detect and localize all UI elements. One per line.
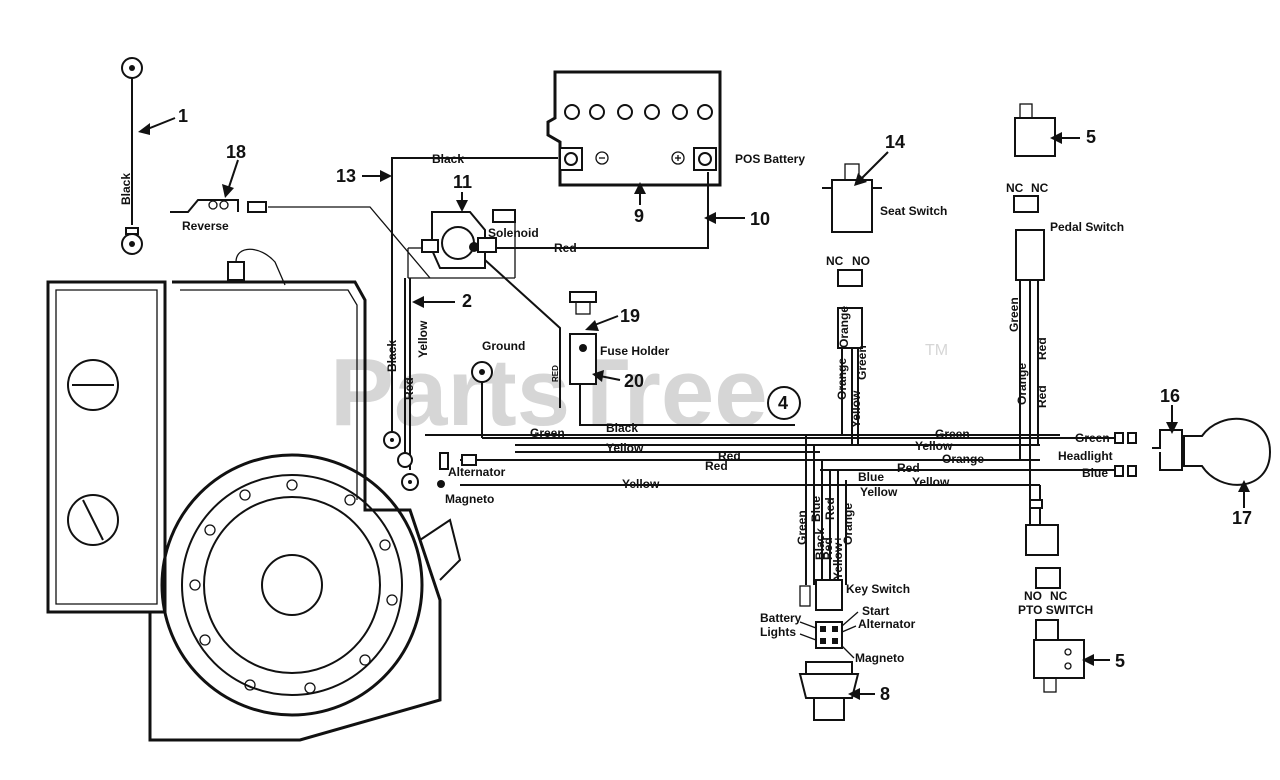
callout-16: 16 xyxy=(1160,386,1180,406)
callout-18: 18 xyxy=(226,142,246,162)
seat-nc-label: NC xyxy=(826,254,844,268)
key-blue-label: Blue xyxy=(809,496,823,522)
magneto-yellow-label: Yellow xyxy=(622,477,660,491)
seat-switch xyxy=(822,163,882,349)
harness-red-label: Red xyxy=(718,449,741,463)
key-magneto-label: Magneto xyxy=(855,651,904,665)
light-green-label: Green xyxy=(1075,431,1110,445)
key-lights-label: Lights xyxy=(760,625,796,639)
callout-4: 4 xyxy=(778,393,788,413)
callout-13: 13 xyxy=(336,166,356,186)
ground-label: Ground xyxy=(482,339,525,353)
pedal-switch-label: Pedal Switch xyxy=(1050,220,1124,234)
seat-no-label: NO xyxy=(852,254,870,268)
pto-switch-label: PTO SWITCH xyxy=(1018,603,1093,617)
harness-yellow2-label: Yellow xyxy=(912,475,950,489)
pedal-green-label: Green xyxy=(1007,297,1021,332)
seat-orange1-label: Orange xyxy=(835,358,849,400)
callout-arrows xyxy=(138,117,1250,700)
callout-9: 9 xyxy=(634,206,644,226)
fuse-holder-label: Fuse Holder xyxy=(600,344,670,358)
solenoid xyxy=(407,209,516,279)
pto-no-label: NO xyxy=(1024,589,1042,603)
headlight-bulb xyxy=(1152,417,1272,486)
key-red-label: Red xyxy=(821,537,835,560)
headlight-label: Headlight xyxy=(1058,449,1113,463)
key-battery-label: Battery xyxy=(760,611,802,625)
callout-4-circle xyxy=(767,386,801,420)
fuse-red-label: RED xyxy=(551,365,560,382)
watermark-tm: TM xyxy=(925,342,948,359)
pedal-nc1-label: NC xyxy=(1006,181,1024,195)
seat-green-label: Green xyxy=(855,345,869,380)
callout-19: 19 xyxy=(620,306,640,326)
headlight-green-label: Green xyxy=(935,427,970,441)
pto-nc-label: NC xyxy=(1050,589,1068,603)
solenoid-label: Solenoid xyxy=(488,226,539,240)
key-black-label: Black xyxy=(813,528,827,560)
ground-black-label: Black xyxy=(385,340,399,372)
fuse-black-label: Black xyxy=(606,421,638,435)
callout-10: 10 xyxy=(750,209,770,229)
callout-2: 2 xyxy=(462,291,472,311)
callout-1: 1 xyxy=(178,106,188,126)
harness-red2-label: Red xyxy=(705,459,728,473)
callout-5-top: 5 xyxy=(1086,127,1096,147)
headlight-yellow-label: Yellow xyxy=(915,439,953,453)
alternator-label: Alternator xyxy=(448,465,506,479)
fuse-holder xyxy=(569,291,597,385)
key-alternator-label: Alternator xyxy=(858,617,916,631)
key-orange-label: Orange xyxy=(841,503,855,545)
callout-14: 14 xyxy=(885,132,905,152)
magneto-label: Magneto xyxy=(445,492,494,506)
reverse-switch xyxy=(170,199,267,213)
battery-label: POS Battery xyxy=(735,152,805,166)
harness-red3-label: Red xyxy=(897,461,920,475)
key-green-label: Green xyxy=(795,510,809,545)
seat-switch-label: Seat Switch xyxy=(880,204,947,218)
pedal-red2-label: Red xyxy=(1035,385,1049,408)
key-switch xyxy=(798,621,860,721)
seat-orange2-label: Orange xyxy=(837,306,851,348)
key-red2-label: Red xyxy=(823,497,837,520)
harness-green-label: Green xyxy=(530,426,565,440)
light-blue-label: Blue xyxy=(1082,466,1108,480)
main-harness xyxy=(425,434,1060,486)
key-switch-connector xyxy=(799,579,843,611)
engine xyxy=(46,248,462,742)
callout-8: 8 xyxy=(880,684,890,704)
solenoid-yellow-label: Yellow xyxy=(416,320,430,358)
key-switch-label: Key Switch xyxy=(846,582,910,596)
watermark: PartsTree xyxy=(330,339,768,446)
callout-17: 17 xyxy=(1232,508,1252,528)
harness-orange-label: Orange xyxy=(942,452,984,466)
key-yellow-label: Yellow+ xyxy=(831,536,845,580)
harness-blue-label: Blue xyxy=(858,470,884,484)
battery-black-label: Black xyxy=(432,152,464,166)
callout-5-bottom: 5 xyxy=(1115,651,1125,671)
callout-11: 11 xyxy=(453,172,472,192)
ground-strap xyxy=(121,57,143,255)
pedal-red1-label: Red xyxy=(1035,337,1049,360)
pto-switch xyxy=(1033,619,1085,693)
seat-yellow-label: Yellow xyxy=(849,390,863,428)
pedal-switch xyxy=(1013,103,1056,281)
pedal-nc2-label: NC xyxy=(1031,181,1049,195)
reverse-label: Reverse xyxy=(182,219,229,233)
battery xyxy=(546,70,722,187)
harness-yellow3-label: Yellow xyxy=(860,485,898,499)
harness-yellow-label: Yellow xyxy=(606,441,644,455)
strap-wire-label: Black xyxy=(119,173,133,205)
callout-20: 20 xyxy=(624,371,644,391)
pedal-orange-label: Orange xyxy=(1015,363,1029,405)
battery-red-label: Red xyxy=(554,241,577,255)
key-start-label: Start xyxy=(862,604,889,618)
